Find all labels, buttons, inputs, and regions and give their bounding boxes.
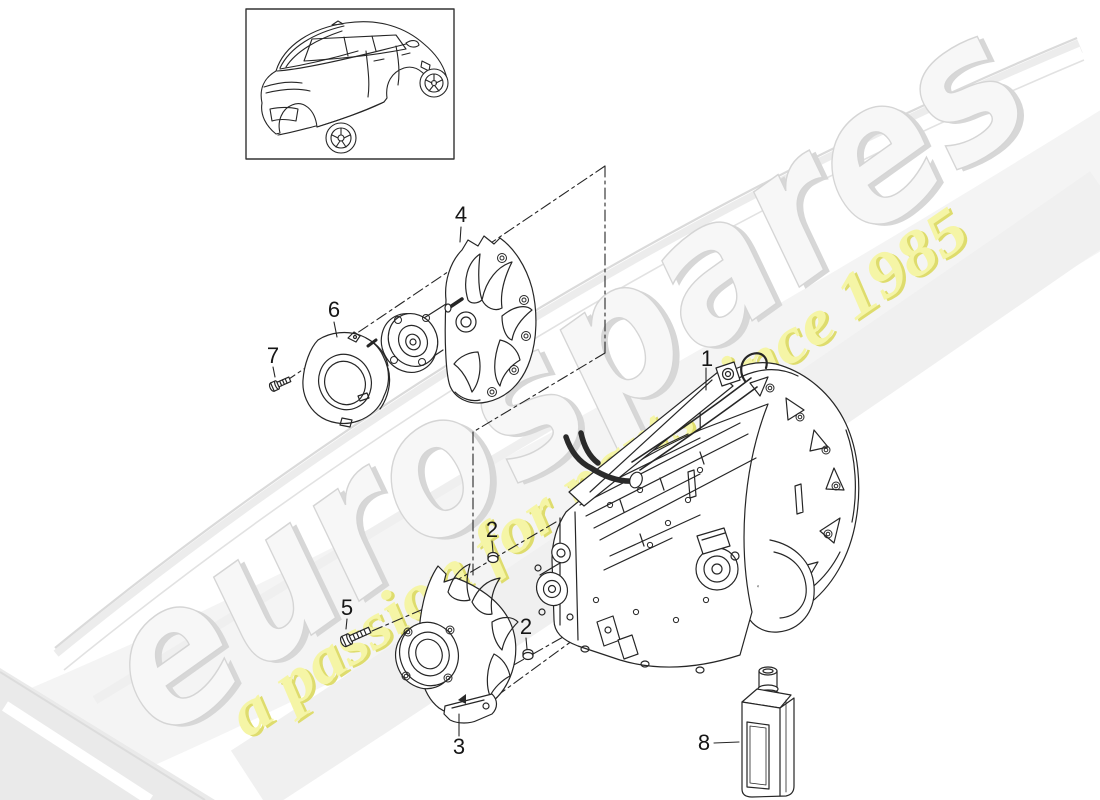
axis-line-diagonal — [472, 352, 606, 433]
callout-label-5: 5 — [340, 595, 354, 620]
axis-line-stud-upper — [446, 521, 557, 587]
callout-pointer-lines — [272, 226, 740, 744]
callout-label-3: 3 — [452, 734, 466, 759]
vehicle-thumbnail — [245, 8, 455, 160]
part-4-final-drive-upper-drawing — [380, 235, 537, 404]
part-3-final-drive-lower-drawing — [395, 563, 519, 724]
watermark-brand: eurospares eurospares — [58, 0, 1072, 780]
callout-label-2-lower: 2 — [519, 614, 533, 639]
part-2-nut-lower-drawing — [522, 648, 534, 661]
callout-label-7: 7 — [266, 343, 280, 368]
callout-label-4: 4 — [454, 202, 468, 227]
part-8-oil-bottle-drawing — [741, 666, 795, 798]
callout-label-8: 8 — [697, 730, 711, 755]
part-2-nut-upper-drawing — [487, 551, 499, 564]
front-wheel — [419, 68, 449, 98]
part-5-bolt-drawing — [339, 626, 372, 648]
watermark-brand-text: eurospares — [59, 0, 1067, 779]
swoosh-graphic — [0, 36, 1100, 800]
vehicle-thumbnail-drawing — [260, 20, 449, 154]
rear-wheel — [325, 122, 357, 154]
callout-label-2-upper: 2 — [485, 517, 499, 542]
part-6-clamp-ring-drawing — [302, 331, 391, 428]
callout-label-1: 1 — [700, 346, 714, 371]
part-1-transmission-drawing — [534, 352, 860, 674]
part-7-bolt-drawing — [268, 376, 292, 392]
roof-antenna — [331, 20, 344, 26]
callout-label-6: 6 — [327, 297, 341, 322]
corner-wedge — [0, 668, 215, 800]
